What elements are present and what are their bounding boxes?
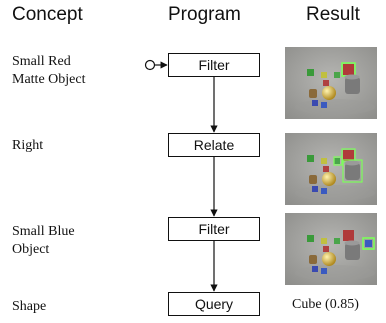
module-filter-1: Filter xyxy=(168,53,260,77)
result-scene-3 xyxy=(285,213,377,285)
module-filter-2: Filter xyxy=(168,217,260,241)
concept-step-3-line2: Object xyxy=(12,242,50,257)
concept-step-1: Small Red Matte Object xyxy=(12,53,85,89)
concept-step-4-line1: Shape xyxy=(12,299,47,314)
concept-step-2: Right xyxy=(12,137,43,155)
result-scene-1 xyxy=(285,47,377,119)
result-scene-2 xyxy=(285,133,377,205)
module-query: Query xyxy=(168,292,260,316)
scene-render-1 xyxy=(285,47,377,119)
input-node xyxy=(144,59,156,71)
header-program: Program xyxy=(168,4,241,25)
concept-step-3: Small Blue Object xyxy=(12,223,75,259)
result-answer: Cube (0.85) xyxy=(292,297,359,312)
concept-step-1-line2: Matte Object xyxy=(12,72,86,87)
header-concept: Concept xyxy=(12,4,83,25)
scene-render-3 xyxy=(285,213,377,285)
header-result: Result xyxy=(306,4,360,25)
concept-step-4: Shape xyxy=(12,298,46,316)
scene-render-2 xyxy=(285,133,377,205)
concept-step-3-line1: Small Blue xyxy=(12,224,75,239)
module-relate: Relate xyxy=(168,133,260,157)
concept-step-2-line1: Right xyxy=(12,138,44,153)
concept-step-1-line1: Small Red xyxy=(12,54,71,69)
